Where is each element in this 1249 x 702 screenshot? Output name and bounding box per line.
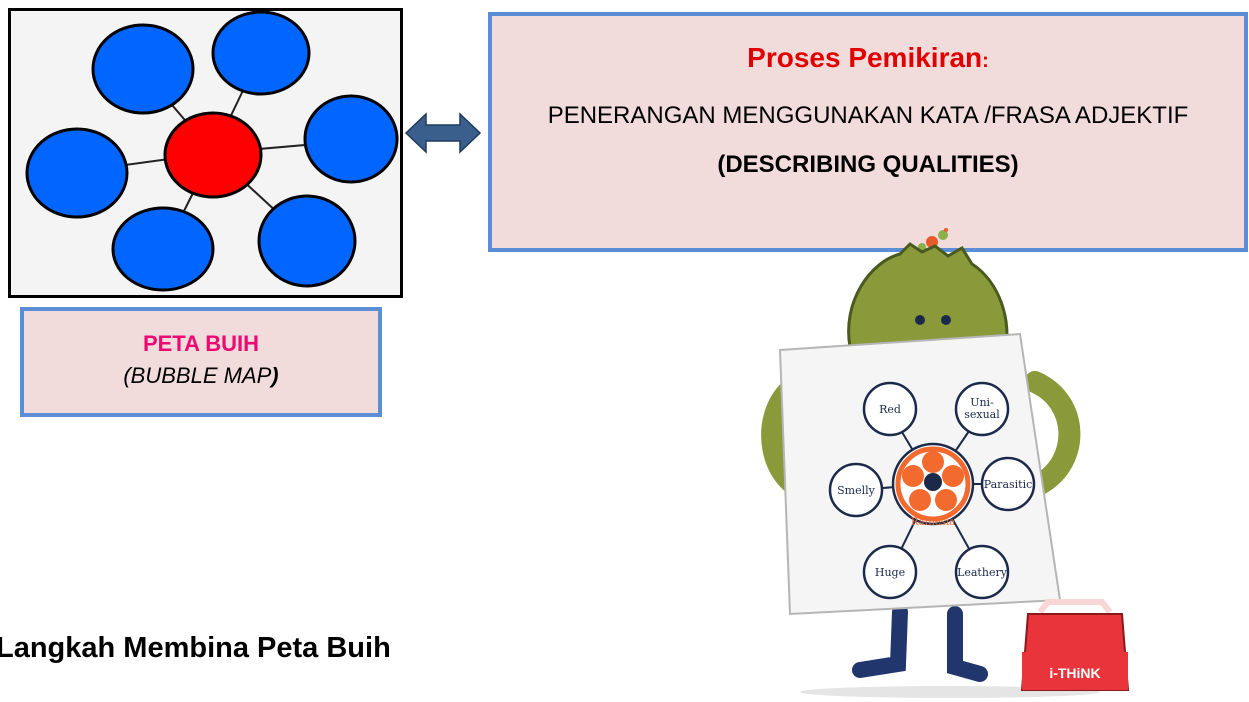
bubble-left <box>25 127 129 219</box>
bubble-right <box>303 94 399 184</box>
bubble-label-leathery: Leathery <box>957 566 1008 579</box>
bubble-label-uni: Uni- <box>970 396 994 409</box>
steps-heading: Langkah Membina Peta Buih <box>0 632 391 664</box>
caption-subtitle-close: ) <box>271 363 279 388</box>
caption-box: PETA BUIH (BUBBLE MAP) <box>20 307 382 417</box>
bubble-label-sexual: sexual <box>964 408 1000 421</box>
thinking-process-box: Proses Pemikiran: PENERANGAN MENGGUNAKAN… <box>488 12 1248 252</box>
bubble-label-red: Red <box>879 403 901 416</box>
bubble-bottom-right <box>257 194 357 288</box>
bubble-label-huge: Huge <box>875 566 905 579</box>
process-title-colon: : <box>982 50 989 72</box>
rafflesia-flower-icon <box>902 451 964 511</box>
bubble-top <box>211 11 311 96</box>
center-label-rafflesia: Rafflesia <box>911 517 955 528</box>
bubble-map-diagram <box>25 11 399 292</box>
process-title-text: Proses Pemikiran <box>747 42 983 73</box>
caption-subtitle-text: (BUBBLE MAP <box>123 363 272 388</box>
caption-title: PETA BUIH <box>142 331 260 356</box>
caption-subtitle: (BUBBLE MAP) <box>24 363 378 389</box>
toolbox-label: i-THiNK <box>1049 665 1100 681</box>
bubble-top-left <box>91 23 195 115</box>
bubble-label-parasitic: Parasitic <box>984 478 1033 491</box>
process-description: PENERANGAN MENGGUNAKAN KATA /FRASA ADJEK… <box>547 102 1189 129</box>
process-title: Proses Pemikiran: <box>492 42 1244 74</box>
double-arrow-icon <box>404 112 482 154</box>
ithink-character-illustration: Red Uni- sexual Parasitic Leathery Huge … <box>761 228 1130 698</box>
bubble-bottom-left <box>111 206 215 292</box>
process-qualities: (DESCRIBING QUALITIES) <box>717 151 1019 178</box>
bubble-center <box>163 111 263 199</box>
bubble-label-smelly: Smelly <box>837 484 876 497</box>
bubble-map-image <box>8 8 403 298</box>
toolbox-icon: i-THiNK <box>1020 599 1130 691</box>
